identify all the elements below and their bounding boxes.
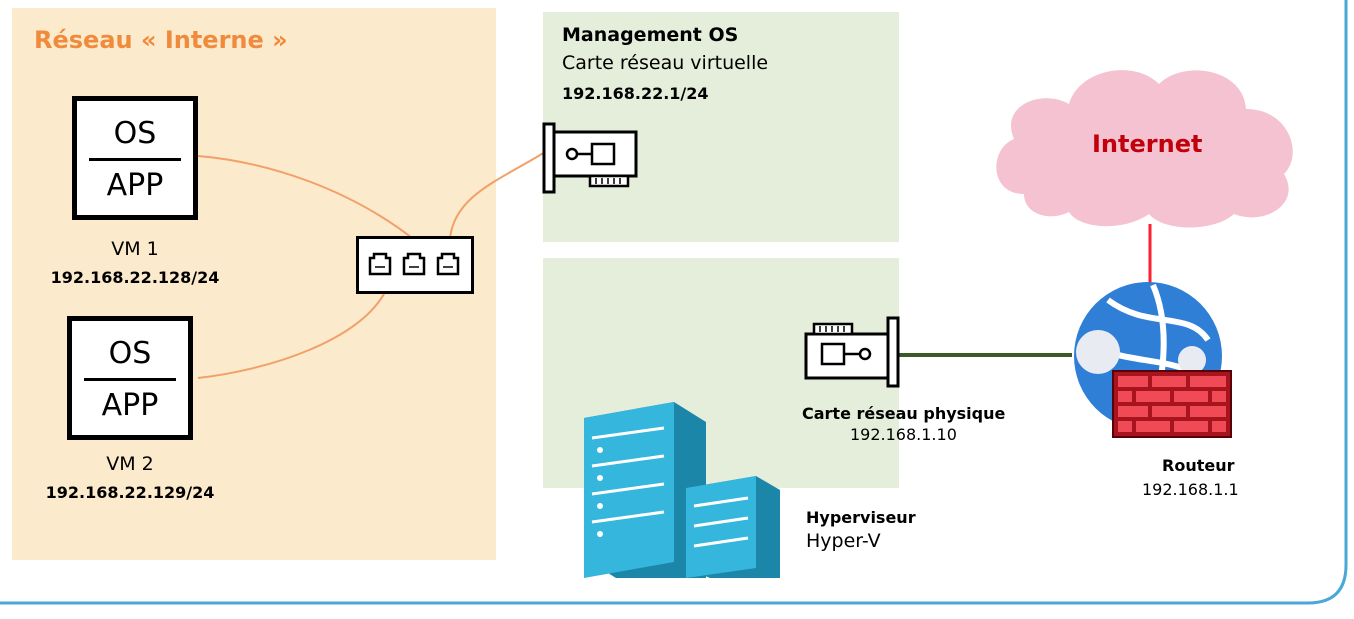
cloud-icon	[996, 70, 1293, 228]
vm2-app-label: APP	[101, 388, 159, 423]
management-os-title: Management OS	[562, 24, 739, 46]
firewall-icon	[1112, 370, 1232, 438]
physical-network-card-icon[interactable]	[800, 314, 900, 390]
vm1-app-label: APP	[106, 168, 164, 203]
hypervisor-name: Hyper-V	[806, 530, 881, 552]
network-card-icon[interactable]	[542, 120, 642, 196]
link-switch-vnic	[449, 151, 546, 239]
link-vm2-switch	[197, 291, 386, 379]
vm1-os-label: OS	[113, 116, 157, 151]
management-os-subtitle: Carte réseau virtuelle	[562, 52, 769, 74]
physical-nic-label: Carte réseau physique	[802, 404, 1006, 423]
vm2-box[interactable]: OS APP	[67, 316, 193, 440]
vm1-name: VM 1	[111, 238, 159, 260]
management-os-ip: 192.168.22.1/24	[562, 84, 709, 103]
physical-nic-ip: 192.168.1.10	[850, 425, 957, 444]
server-icon	[584, 402, 780, 578]
router-ip: 192.168.1.1	[1142, 480, 1239, 499]
internet-label: Internet	[1092, 130, 1203, 158]
vm2-name: VM 2	[106, 453, 154, 475]
router-label: Routeur	[1162, 456, 1235, 475]
virtual-switch-icon[interactable]	[356, 236, 476, 294]
vm2-os-label: OS	[108, 336, 152, 371]
hypervisor-label: Hyperviseur	[806, 508, 916, 527]
vm1-box[interactable]: OS APP	[72, 96, 198, 220]
vm1-ip: 192.168.22.128/24	[50, 268, 220, 287]
management-os-zone	[543, 12, 899, 242]
vm2-ip: 192.168.22.129/24	[45, 483, 215, 502]
link-vm1-switch	[197, 155, 413, 239]
internal-network-title: Réseau « Interne »	[34, 26, 288, 54]
